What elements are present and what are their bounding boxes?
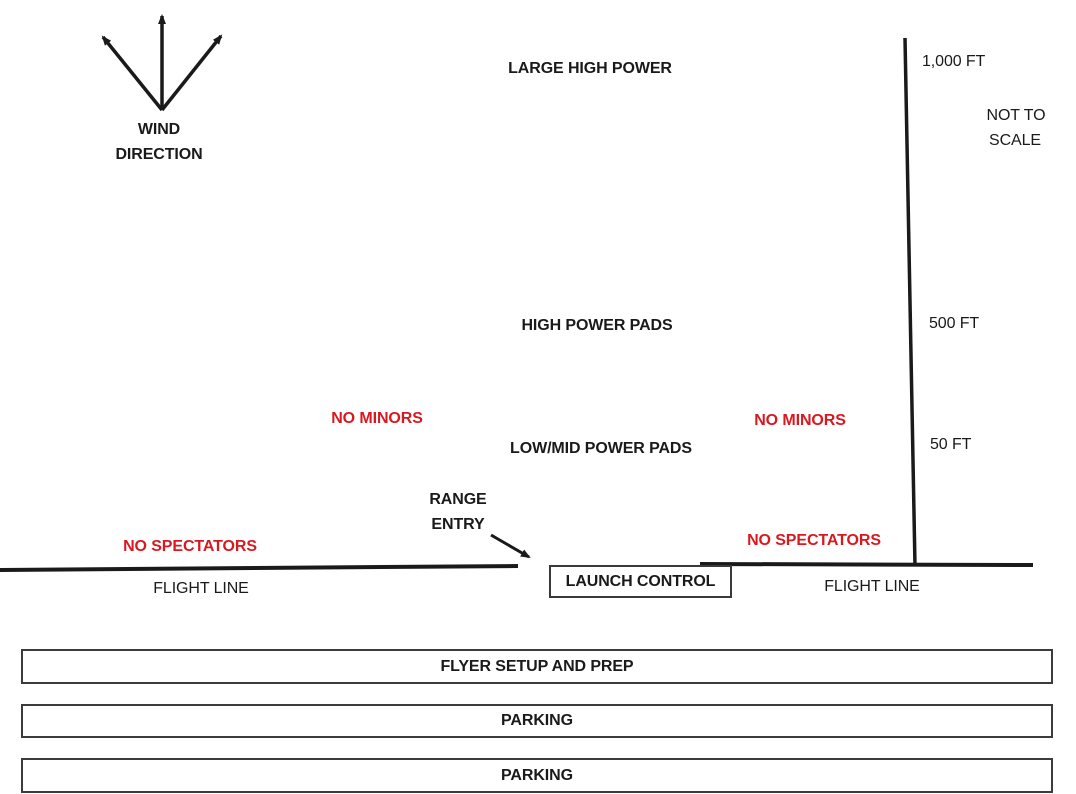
flight-line-right-line [699, 562, 1034, 567]
parking-upper-label: PARKING [501, 712, 573, 729]
flyer-setup-prep-box: FLYER SETUP AND PREP [21, 649, 1053, 684]
parking-lower-label: PARKING [501, 766, 573, 784]
zone-low-mid-power-pads: LOW/MID POWER PADS [510, 440, 692, 457]
not-to-scale-note-line1: NOT TO [986, 107, 1046, 124]
warning-no-spectators-right: NO SPECTATORS [747, 532, 881, 549]
flight-line-left-line [0, 564, 519, 572]
launch-control-label: LAUNCH CONTROL [565, 572, 716, 590]
not-to-scale-note-line2: SCALE [989, 132, 1041, 149]
flight-line-left-label: FLIGHT LINE [153, 580, 249, 597]
warning-no-minors-right: NO MINORS [754, 412, 846, 429]
zone-high-power-pads: HIGH POWER PADS [521, 317, 673, 334]
distance-50ft: 50 FT [930, 436, 972, 453]
flyer-setup-prep-label: FLYER SETUP AND PREP [440, 657, 634, 675]
zone-large-high-power: LARGE HIGH POWER [508, 60, 672, 77]
range-entry-label-line2: ENTRY [431, 516, 485, 533]
flight-line-right-label: FLIGHT LINE [824, 578, 920, 595]
parking-lower-box: PARKING [21, 758, 1053, 793]
distance-1000ft: 1,000 FT [922, 53, 986, 70]
warning-no-minors-left: NO MINORS [331, 410, 423, 427]
distance-500ft: 500 FT [929, 315, 980, 332]
wind-direction-label-line1: WIND [137, 121, 181, 138]
parking-upper-box: PARKING [21, 704, 1053, 738]
launch-control-box: LAUNCH CONTROL [549, 565, 732, 598]
wind-arrow-upright-icon [160, 34, 223, 112]
wind-direction-label-line2: DIRECTION [115, 146, 203, 163]
range-distance-line [903, 37, 917, 567]
range-entry-arrow-icon [490, 533, 531, 559]
warning-no-spectators-left: NO SPECTATORS [123, 538, 257, 555]
wind-arrow-upleft-icon [101, 35, 164, 112]
range-entry-label-line1: RANGE [429, 491, 487, 508]
